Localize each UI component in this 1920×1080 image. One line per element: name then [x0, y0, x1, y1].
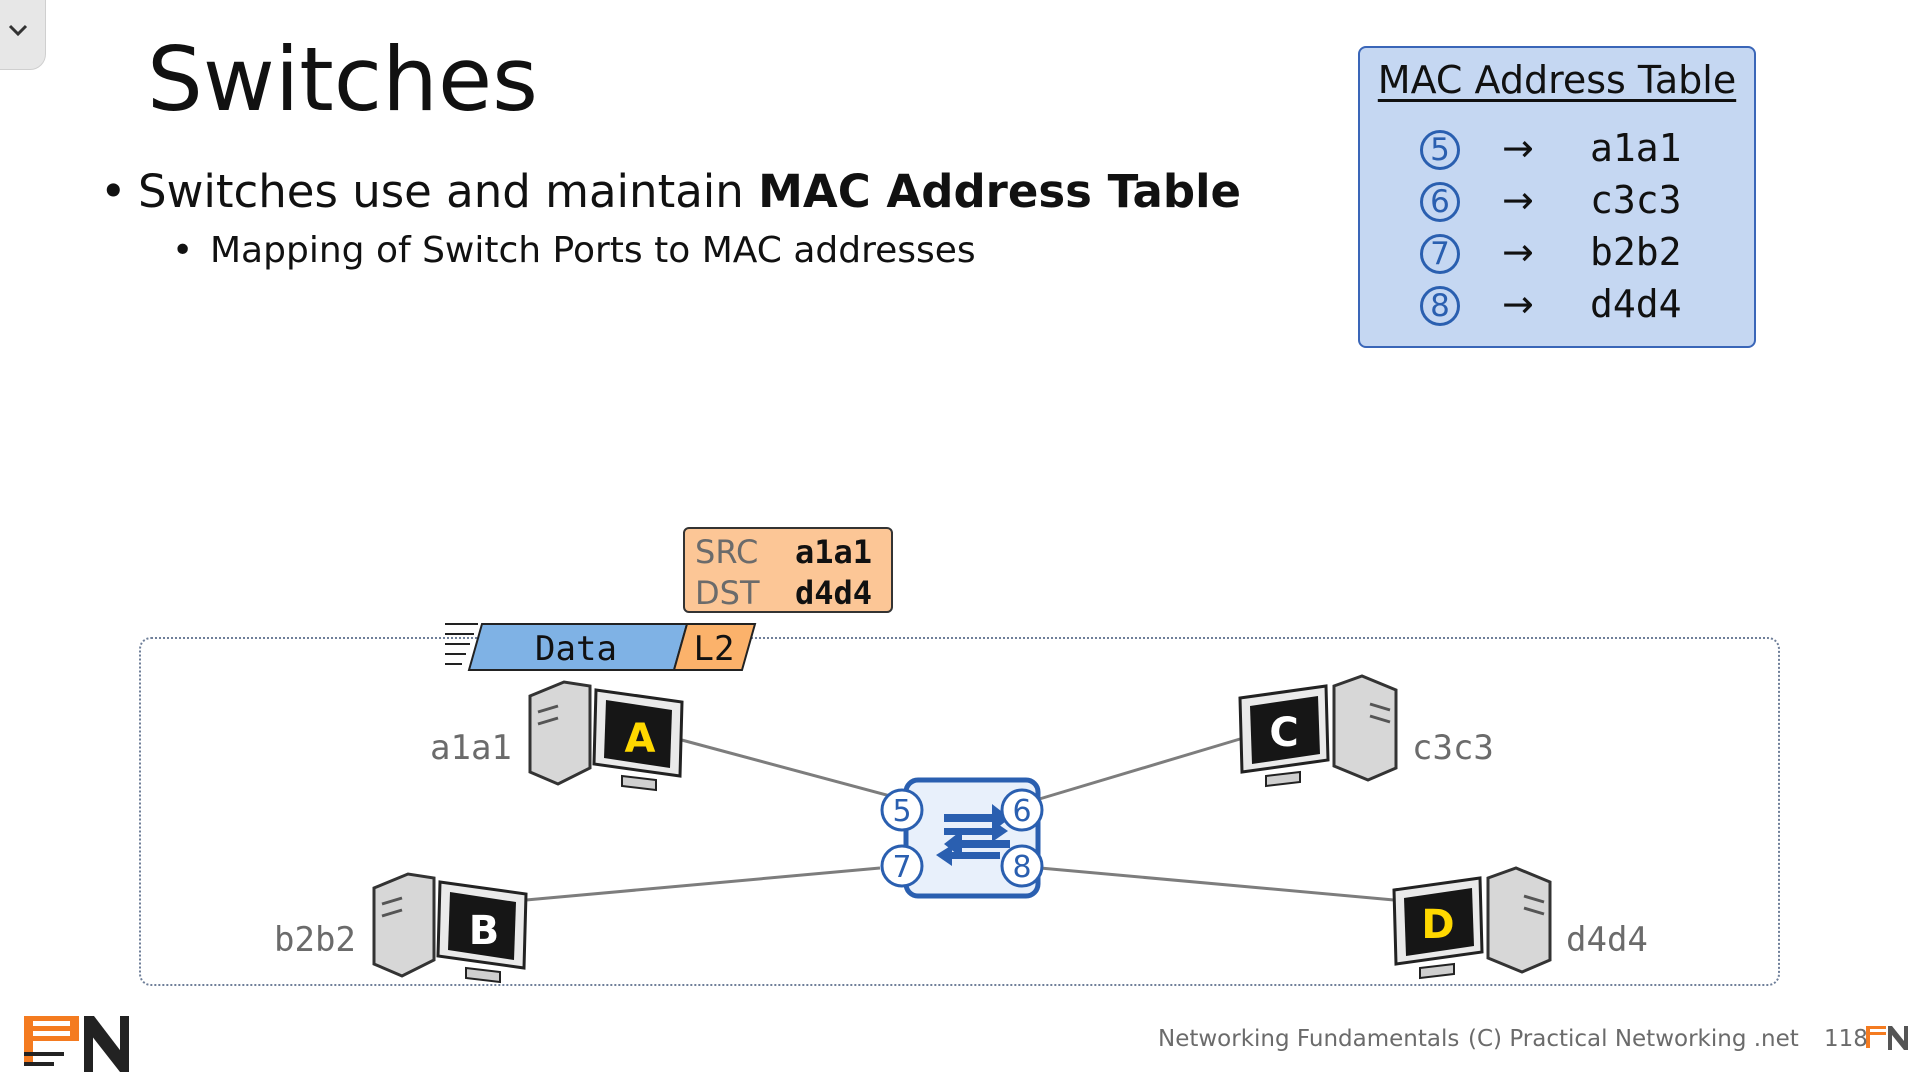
bullet-point-2: • Mapping of Switch Ports to MAC addresse…	[172, 230, 976, 271]
panel-collapse-tab[interactable]	[0, 0, 46, 70]
bullet-point-1: •Switches use and maintain MAC Address T…	[100, 165, 1241, 218]
mac-table-title: MAC Address Table	[1377, 58, 1737, 102]
switch-port	[1000, 844, 1044, 888]
switch-port	[1000, 788, 1044, 832]
dst-value: d4d4	[795, 574, 873, 612]
practical-networking-logo	[24, 1016, 129, 1072]
network-area	[139, 637, 1780, 986]
src-label: SRC	[695, 533, 759, 571]
mac-table-row: 5 → a1a1	[1420, 126, 1740, 178]
host-letter: B	[469, 908, 500, 954]
switch-port-label: 8	[1012, 850, 1031, 885]
l2-label: L2	[694, 629, 735, 669]
switch-port-label: 6	[1012, 794, 1031, 829]
computer-d-icon: D	[1392, 866, 1552, 980]
bullet-dot: •	[100, 165, 127, 218]
switch-port	[880, 844, 924, 888]
computer-b-icon: B	[372, 872, 528, 984]
data-label: Data	[535, 629, 617, 669]
frame-header: SRC a1a1 DST d4d4	[683, 527, 893, 613]
host-mac-label: c3c3	[1412, 728, 1494, 768]
host-mac-label: d4d4	[1566, 920, 1648, 960]
switch-port-label: 7	[892, 850, 911, 885]
arrow-icon: →	[1502, 282, 1534, 326]
arrow-icon: →	[1502, 178, 1534, 222]
page-number: 118	[1824, 1026, 1868, 1052]
bullet-1-bold: MAC Address Table	[758, 165, 1242, 218]
mac-value: b2b2	[1590, 230, 1682, 274]
footer-course: Networking Fundamentals	[1158, 1026, 1460, 1052]
cable-b	[525, 866, 881, 902]
chevron-down-icon	[8, 24, 28, 37]
mac-table-row: 8 → d4d4	[1420, 282, 1740, 334]
bullet-dot: •	[172, 230, 194, 271]
bullet-2-text: Mapping of Switch Ports to MAC addresses	[210, 230, 976, 271]
cable-a	[677, 737, 906, 802]
mac-value: a1a1	[1590, 126, 1682, 170]
switch-icon: 5 6 7 8	[880, 777, 1044, 899]
host-letter: C	[1269, 710, 1298, 756]
switch-port	[880, 788, 924, 832]
slide-title: Switches	[147, 28, 538, 131]
port-number: 7	[1420, 234, 1460, 274]
port-number: 6	[1420, 182, 1460, 222]
l2-segment	[672, 623, 757, 671]
mac-table-row: 6 → c3c3	[1420, 178, 1740, 230]
frame-packet: Data L2	[445, 623, 757, 671]
bullet-1-text: Switches use and maintain	[138, 165, 759, 218]
host-letter: D	[1421, 902, 1454, 948]
computer-a-icon: A	[528, 680, 684, 792]
mac-value: c3c3	[1590, 178, 1682, 222]
switch-port-label: 5	[892, 794, 911, 829]
footer-copyright: (C) Practical Networking .net	[1468, 1026, 1799, 1052]
port-number: 5	[1420, 130, 1460, 170]
arrow-icon: →	[1502, 230, 1534, 274]
host-mac-label: b2b2	[274, 920, 356, 960]
computer-c-icon: C	[1238, 674, 1398, 788]
src-value: a1a1	[795, 533, 873, 571]
host-letter: A	[625, 716, 656, 762]
port-number: 8	[1420, 286, 1460, 326]
practical-networking-small-logo	[1866, 1026, 1908, 1050]
dst-label: DST	[695, 574, 760, 612]
cable-d	[1039, 866, 1395, 902]
host-mac-label: a1a1	[430, 728, 512, 768]
mac-address-table: MAC Address Table 5 → a1a1 6 → c3c3 7 → …	[1358, 46, 1756, 348]
mac-value: d4d4	[1590, 282, 1682, 326]
mac-table-row: 7 → b2b2	[1420, 230, 1740, 282]
arrow-icon: →	[1502, 126, 1534, 170]
cable-c	[1035, 737, 1241, 802]
